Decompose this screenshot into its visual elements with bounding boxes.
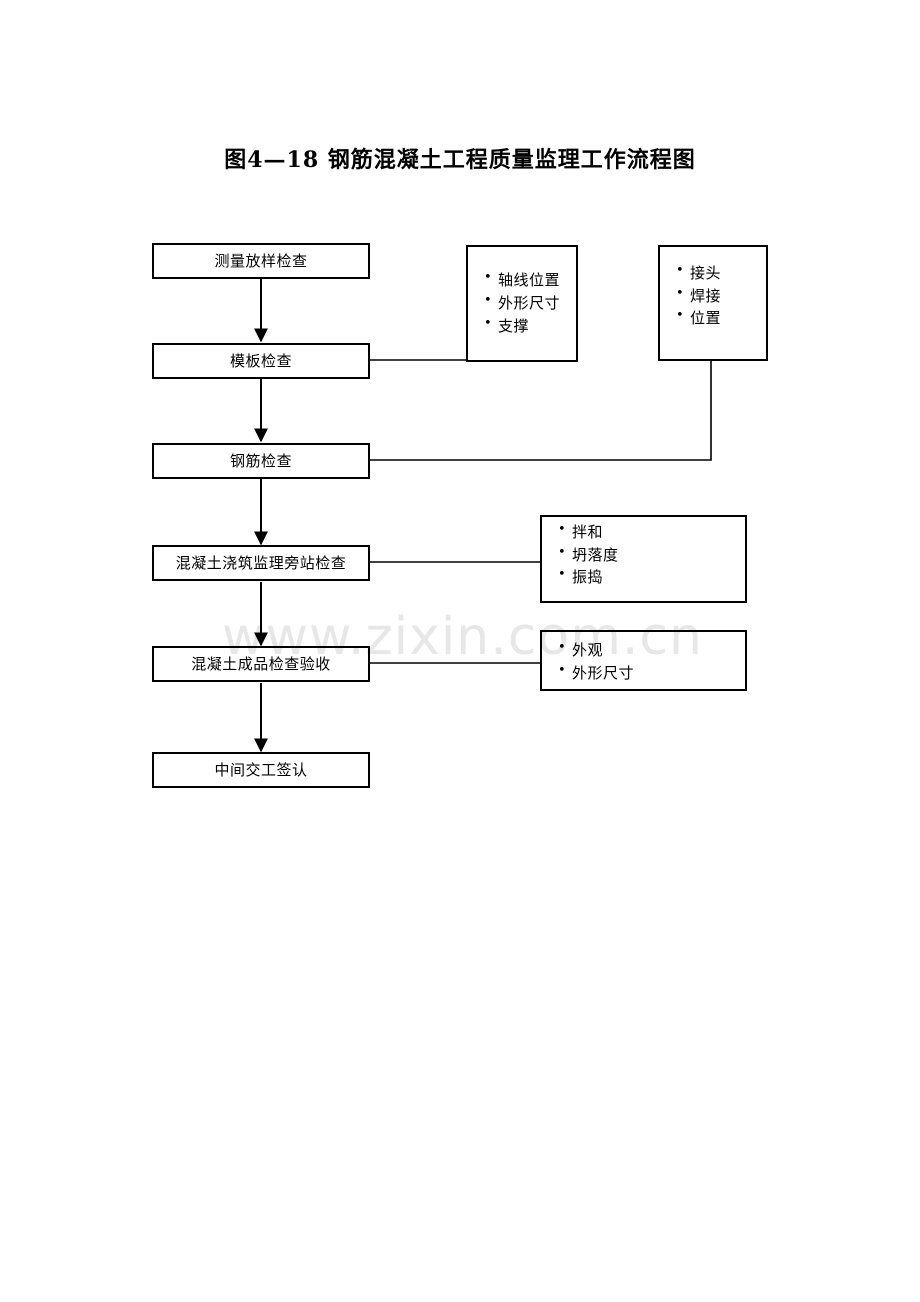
- detail-item: 轴线位置: [484, 268, 576, 292]
- detail-box-formwork: 轴线位置 外形尺寸 支撑: [466, 245, 578, 362]
- detail-list: 接头 焊接 位置: [660, 261, 766, 330]
- detail-list: 外观 外形尺寸: [542, 638, 745, 685]
- node-formwork-inspection[interactable]: 模板检查: [152, 343, 370, 379]
- node-intermediate-handover-signoff[interactable]: 中间交工签认: [152, 752, 370, 788]
- detail-item: 位置: [676, 306, 766, 330]
- detail-box-pouring: 拌和 坍落度 振捣: [540, 515, 747, 603]
- detail-box-product: 外观 外形尺寸: [540, 630, 747, 691]
- detail-list: 拌和 坍落度 振捣: [542, 520, 745, 589]
- detail-box-rebar: 接头 焊接 位置: [658, 245, 768, 361]
- detail-item: 焊接: [676, 284, 766, 308]
- node-label: 测量放样检查: [214, 252, 308, 270]
- node-label: 中间交工签认: [214, 761, 308, 779]
- detail-item: 坍落度: [558, 543, 745, 567]
- node-survey-setting-out[interactable]: 测量放样检查: [152, 243, 370, 279]
- detail-item: 支撑: [484, 314, 576, 338]
- detail-item: 拌和: [558, 520, 745, 544]
- link-rebar-to-details: [370, 361, 712, 461]
- detail-item: 接头: [676, 261, 766, 285]
- node-concrete-pouring-supervision[interactable]: 混凝土浇筑监理旁站检查: [152, 545, 370, 581]
- node-label: 模板检查: [229, 352, 292, 370]
- page-title: 图4—18 钢筋混凝土工程质量监理工作流程图: [224, 147, 696, 173]
- detail-item: 振捣: [558, 565, 745, 589]
- detail-item: 外形尺寸: [558, 661, 745, 685]
- node-label: 钢筋检查: [229, 452, 292, 470]
- node-label: 混凝土浇筑监理旁站检查: [175, 554, 347, 572]
- detail-item: 外形尺寸: [484, 291, 576, 315]
- detail-item: 外观: [558, 638, 745, 662]
- detail-list: 轴线位置 外形尺寸 支撑: [468, 268, 576, 338]
- node-concrete-product-acceptance[interactable]: 混凝土成品检查验收: [152, 646, 370, 682]
- node-label: 混凝土成品检查验收: [191, 655, 331, 673]
- node-rebar-inspection[interactable]: 钢筋检查: [152, 443, 370, 479]
